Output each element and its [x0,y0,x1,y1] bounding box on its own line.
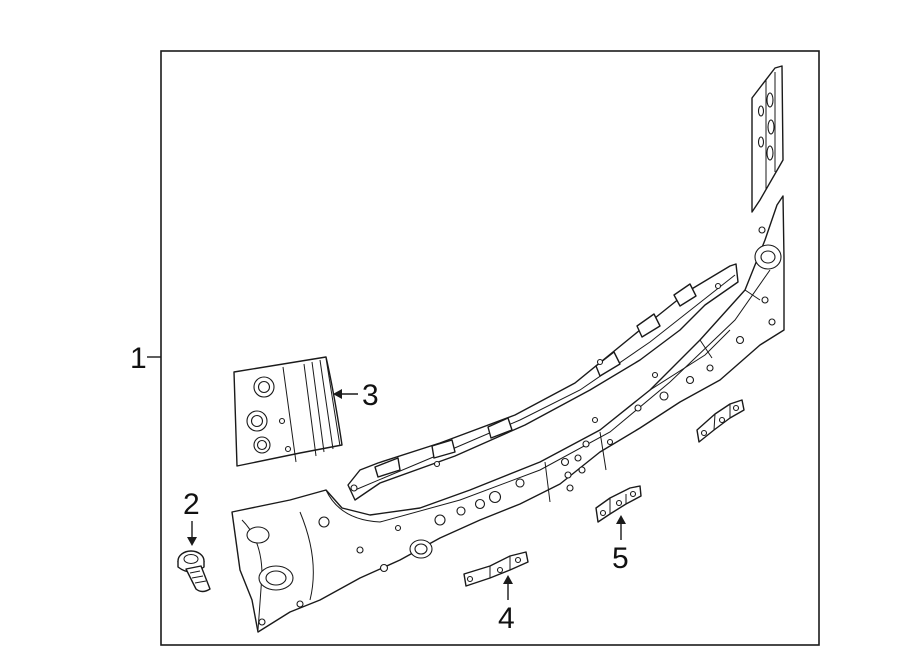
callout-1[interactable]: 1 [130,342,161,375]
part-4-bracket[interactable] [463,551,529,587]
callout-1-label: 1 [130,342,147,375]
callout-3[interactable]: 3 [333,379,379,412]
callout-2-label: 2 [183,488,200,521]
callout-4-label: 4 [498,602,515,635]
part-5-bracket[interactable] [595,485,642,523]
callout-3-label: 3 [362,379,379,412]
part-1-upper-extension[interactable] [751,65,784,213]
callout-5-arrowhead [616,515,626,524]
part-1-rear-crossmember[interactable] [231,195,785,633]
callout-5[interactable]: 5 [612,515,629,575]
callout-4-arrowhead [503,575,513,584]
callout-4[interactable]: 4 [498,575,515,635]
part-2-bolt[interactable] [177,550,211,593]
callout-5-label: 5 [612,542,629,575]
part-5-bracket-upper[interactable] [696,399,745,443]
part-3-reinforcement-panel[interactable] [233,356,343,467]
callout-3-arrowhead [333,389,342,399]
callout-2-arrowhead [187,537,197,546]
callout-2[interactable]: 2 [183,488,200,546]
diagram-frame [160,50,820,646]
